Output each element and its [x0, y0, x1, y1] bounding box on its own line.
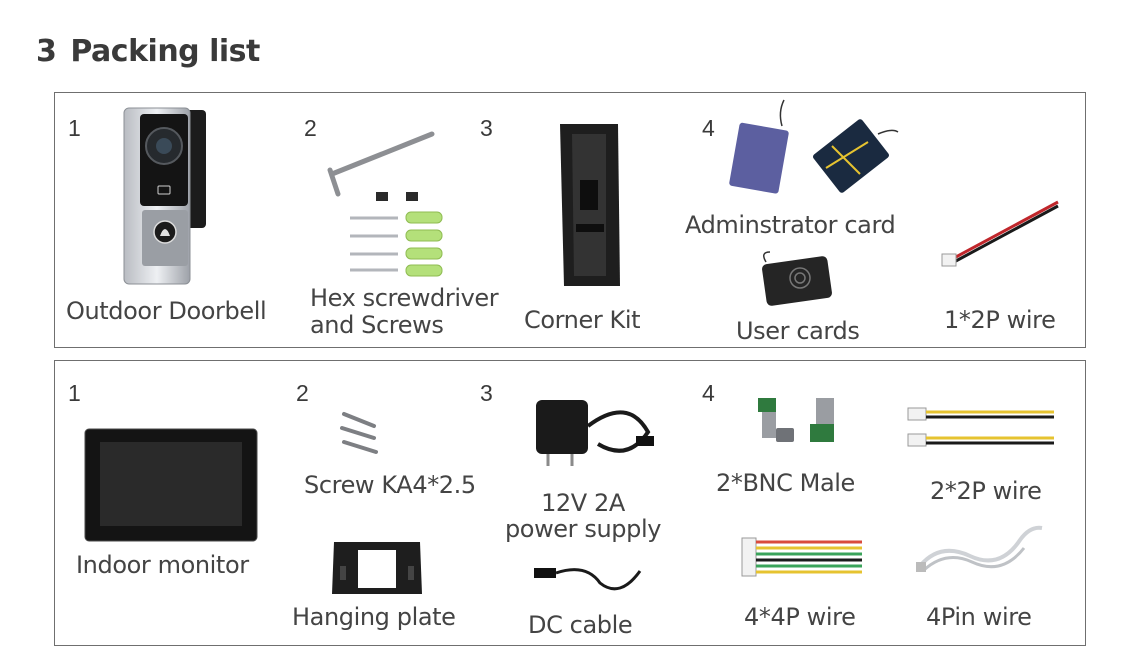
administrator-card-label: Adminstrator card: [685, 211, 896, 239]
screws-image: [340, 412, 378, 454]
indoor-monitor-label: Indoor monitor: [76, 551, 249, 579]
four-by-four-pin-wire-image: [741, 537, 862, 577]
item-index: 1: [68, 380, 81, 406]
four-pin-wire-image: [916, 525, 1043, 572]
four-pin-wire-label: 4Pin wire: [926, 603, 1032, 631]
item-index: 2: [296, 380, 309, 406]
section-number: 3: [36, 34, 57, 69]
item-index: 3: [480, 380, 493, 406]
indoor-monitor-image: [84, 428, 258, 542]
screw-label: Screw KA4*2.5: [304, 471, 476, 499]
item-index: 3: [480, 115, 493, 141]
outdoor-doorbell-label: Outdoor Doorbell: [66, 297, 267, 325]
power-supply-image: [536, 400, 654, 466]
item-index: 4: [702, 380, 715, 406]
two-by-two-pin-wire-label: 2*2P wire: [930, 477, 1042, 505]
user-cards-label: User cards: [736, 317, 860, 345]
administrator-cards-image: [729, 99, 899, 194]
outdoor-doorbell-image: [123, 107, 206, 285]
two-by-two-pin-wire-image: [907, 407, 1054, 447]
corner-kit-image: [560, 124, 620, 286]
one-by-two-pin-wire-label: 1*2P wire: [944, 306, 1056, 334]
hanging-plate-label: Hanging plate: [292, 603, 456, 631]
one-by-two-pin-wire-image: [941, 200, 1059, 267]
hex-screwdriver-label-line1: Hex screwdriver: [310, 284, 499, 312]
item-index: 4: [702, 115, 715, 141]
hanging-plate-image: [332, 542, 422, 594]
corner-kit-label: Corner Kit: [524, 306, 641, 334]
four-by-four-pin-wire-label: 4*4P wire: [744, 603, 856, 631]
indoor-unit-panel: [54, 360, 1086, 646]
user-cards-image: [762, 251, 832, 306]
dc-cable-label: DC cable: [528, 611, 633, 639]
section-heading: 3 Packing list: [36, 34, 260, 69]
power-supply-label-line1: 12V 2A: [541, 489, 625, 517]
section-title: Packing list: [70, 34, 260, 69]
item-index: 2: [304, 115, 317, 141]
item-index: 1: [68, 115, 81, 141]
bnc-male-label: 2*BNC Male: [716, 469, 855, 497]
power-supply-label-line2: power supply: [504, 515, 662, 543]
outdoor-unit-panel: [54, 92, 1086, 348]
hex-screwdriver-label-line2: and Screws: [310, 311, 444, 339]
bnc-connectors-image: [758, 398, 834, 442]
dc-cable-image: [534, 568, 642, 591]
hex-screwdriver-and-screws-image: [327, 131, 443, 277]
